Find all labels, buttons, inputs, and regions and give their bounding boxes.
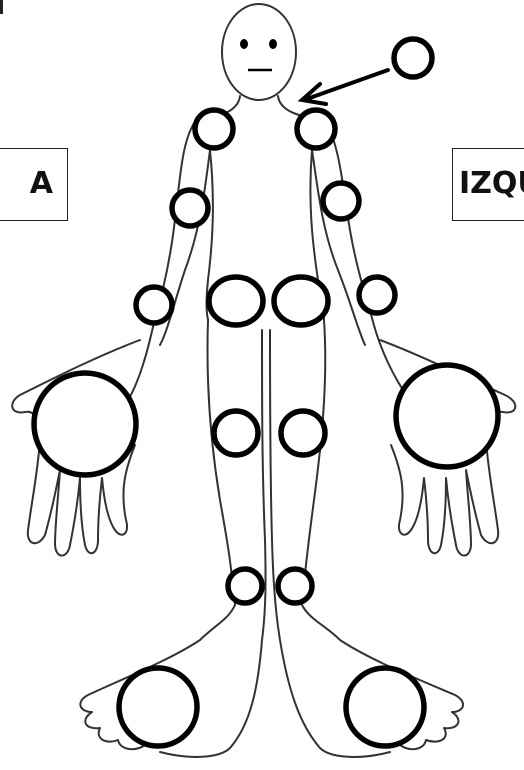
marker-hip-left[interactable]	[274, 277, 328, 325]
marker-elbow-right[interactable]	[172, 190, 208, 226]
marker-knee-left[interactable]	[281, 411, 325, 455]
face	[240, 39, 277, 70]
torso-outline-left	[278, 96, 410, 400]
marker-wrist-right[interactable]	[136, 287, 172, 323]
marker-foot-right[interactable]	[119, 668, 197, 746]
eye-left-icon	[269, 39, 277, 49]
marker-ankle-left[interactable]	[278, 569, 312, 603]
marker-hand-right[interactable]	[34, 373, 136, 475]
joint-markers	[34, 39, 498, 746]
marker-knee-right[interactable]	[214, 411, 258, 455]
side-label-left: IZQU	[452, 148, 524, 221]
marker-neck-reference[interactable]	[394, 39, 432, 77]
marker-ankle-right[interactable]	[228, 569, 262, 603]
marker-elbow-left[interactable]	[323, 183, 359, 219]
side-label-right-text: A	[30, 166, 53, 201]
marker-foot-left[interactable]	[346, 668, 424, 746]
side-label-right: A	[0, 148, 68, 221]
neck-arrow	[302, 70, 388, 104]
marker-shoulder-right[interactable]	[195, 110, 233, 148]
marker-wrist-left[interactable]	[359, 277, 395, 313]
head-outline	[222, 4, 296, 100]
marker-shoulder-left[interactable]	[297, 110, 335, 148]
side-label-left-text: IZQU	[459, 166, 524, 201]
marker-hand-left[interactable]	[396, 365, 498, 467]
eye-right-icon	[240, 39, 248, 49]
marker-hip-right[interactable]	[209, 277, 263, 325]
